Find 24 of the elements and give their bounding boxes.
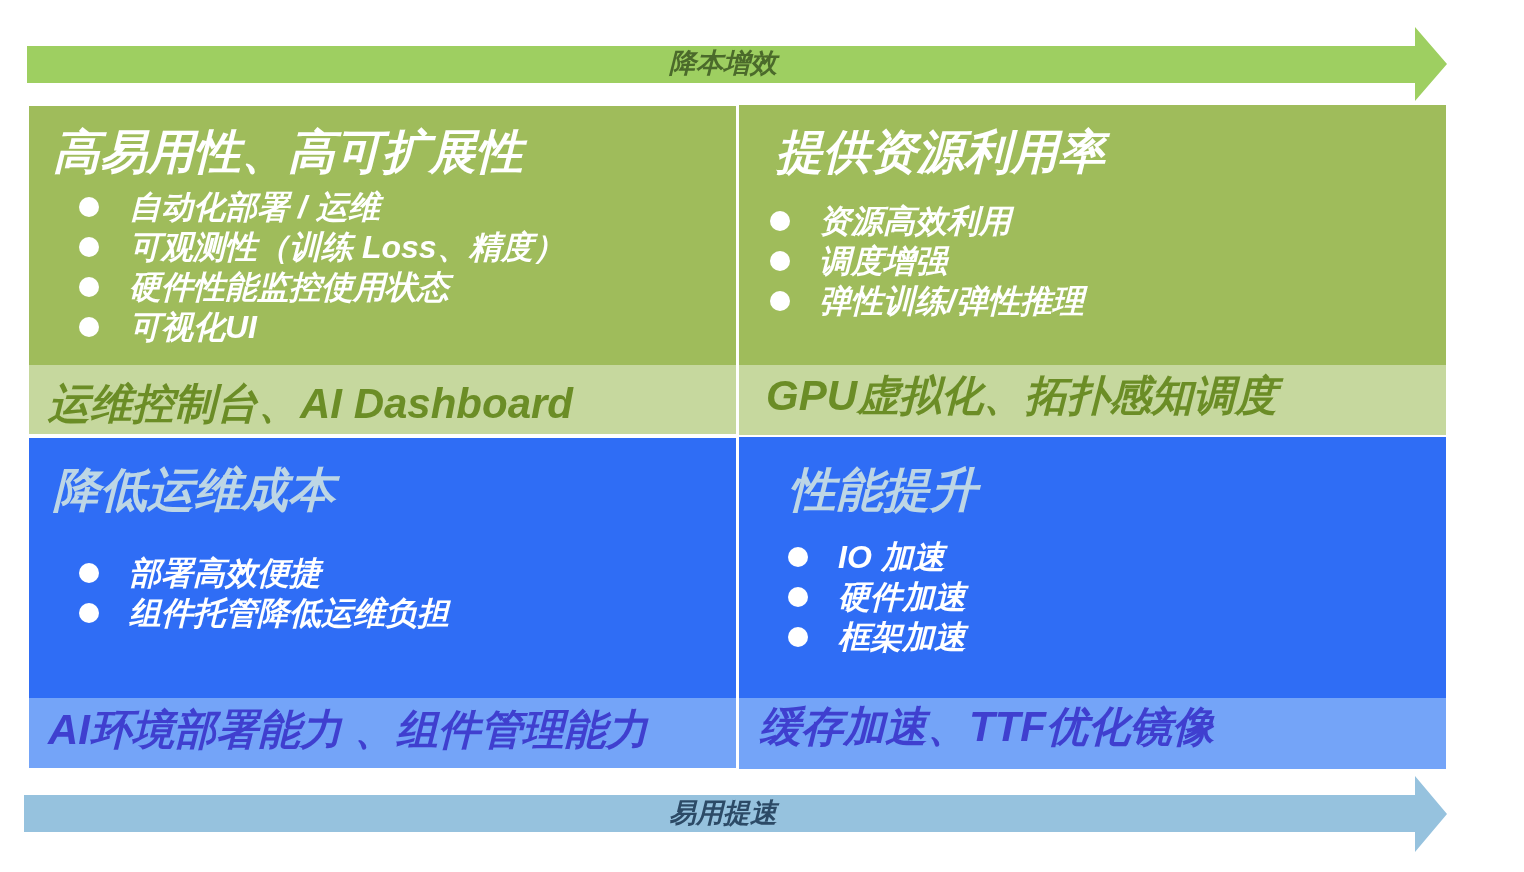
list-item: 部署高效便捷: [127, 551, 329, 595]
band-label: GPU虚拟化、拓扑感知调度: [764, 367, 1288, 425]
quadrant-panel: [29, 106, 736, 365]
summary-band: [739, 365, 1446, 435]
arrow-label: 易用提速: [668, 797, 781, 831]
quadrant-panel: [739, 105, 1446, 365]
list-item: 组件托管降低运维负担: [128, 594, 452, 633]
quadrant-panel: [29, 438, 736, 698]
list-item: 可观测性（训练 Loss、精度）: [128, 228, 566, 267]
panel-heading: 性能提升: [787, 457, 989, 523]
list-item: 自动化部署 / 运维: [127, 185, 388, 229]
summary-band: [739, 698, 1446, 769]
panel-heading: 高易用性、高可扩展性: [51, 119, 535, 185]
list-item: 硬件性能监控使用状态: [127, 265, 457, 309]
summary-band: [29, 698, 736, 768]
quadrant-panel: [739, 437, 1446, 698]
panel-heading: 提供资源利用率: [774, 119, 1117, 185]
summary-band: [29, 365, 736, 434]
arrow-label: 降本增效: [668, 47, 781, 81]
band-label: AI环境部署能力 、组件管理能力: [46, 704, 650, 755]
list-item: 可视化UI: [128, 308, 259, 347]
band-label: 缓存加速、TTF优化镜像: [758, 701, 1216, 752]
panel-heading: 降低运维成本: [51, 457, 347, 523]
band-label: 运维控制台、AI Dashboard: [47, 378, 575, 429]
